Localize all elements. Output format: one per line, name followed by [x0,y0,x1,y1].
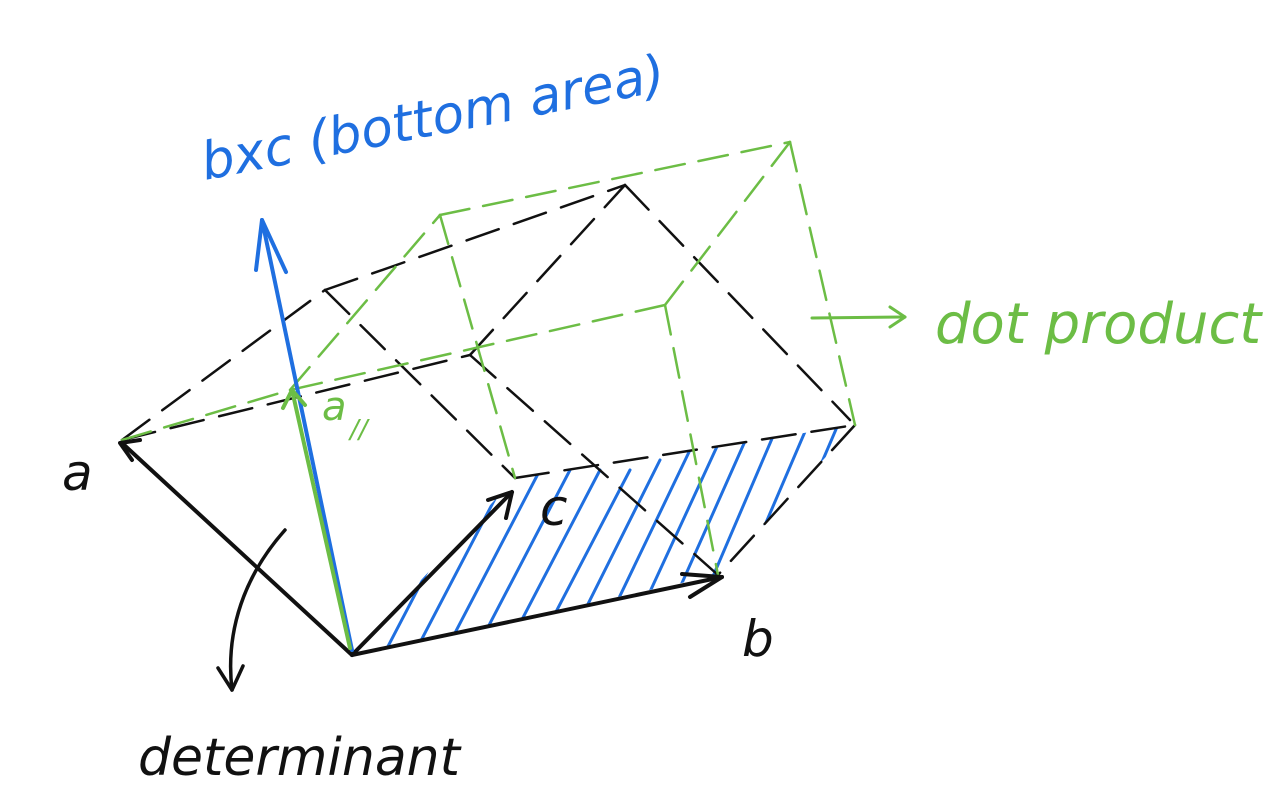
determinant-label: determinant [138,728,462,788]
parallelepiped-dashed-edges [120,183,857,577]
label-c: c [540,479,568,537]
vector-c [350,490,514,657]
bottom-area-hatching [352,425,855,655]
label-b: b [742,610,774,668]
vector-a-parallel [281,388,352,650]
vector-b [350,572,724,657]
dot-product-label: dot product [935,292,1263,357]
bxc-label: bxc (bottom area) [196,44,670,193]
label-a: a [62,444,93,502]
determinant-pointer-arrow [216,528,287,692]
a-parallel-subscript: // [348,415,371,445]
dot-product-pointer-arrow [810,305,907,329]
projection-dashed-box [120,140,857,577]
vector-a [118,438,354,657]
a-parallel-label: a [322,384,347,430]
vector-bxc [254,218,354,652]
